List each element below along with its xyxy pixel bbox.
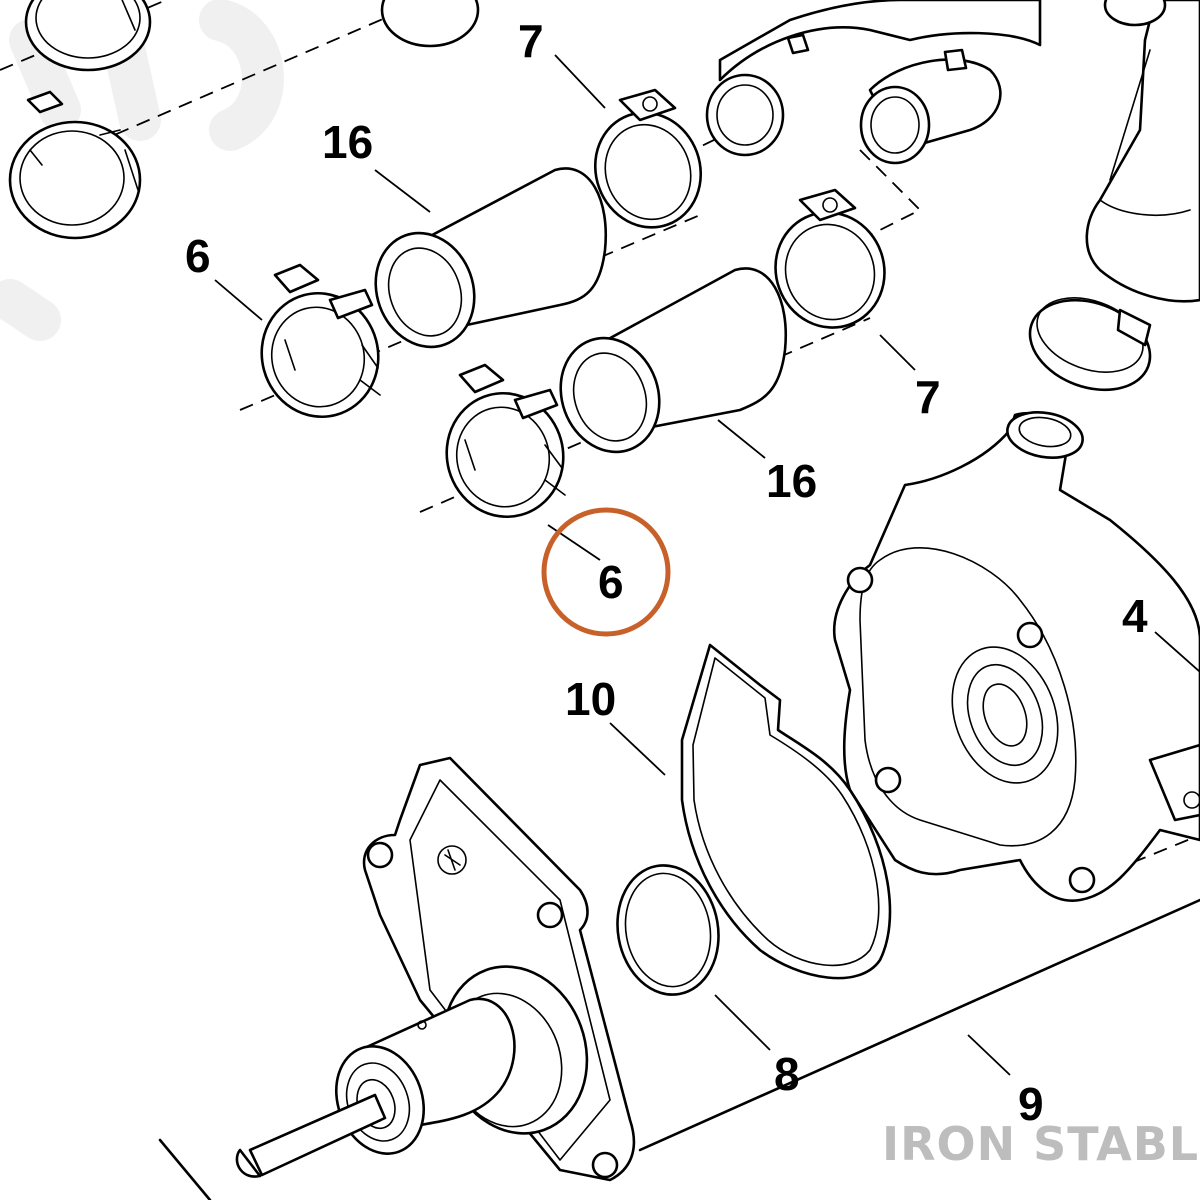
hose-clamp-7-right xyxy=(774,188,886,329)
o-ring-8 xyxy=(616,864,720,996)
callout-7-right: 7 xyxy=(915,371,941,423)
top-left-hose-clamp-lower xyxy=(8,90,142,240)
callout-leaders xyxy=(214,54,1200,1076)
callout-4: 4 xyxy=(1122,590,1148,642)
callout-6-highlighted: 6 xyxy=(598,556,624,608)
callout-10: 10 xyxy=(565,673,616,725)
base-lines xyxy=(158,898,1200,1200)
band-clamp-right xyxy=(1028,297,1152,392)
coolant-pipe-assembly xyxy=(705,0,1042,165)
hose-sleeve-16-lower xyxy=(559,267,788,454)
water-pump-body-9 xyxy=(235,756,636,1182)
callout-16-lower: 16 xyxy=(766,455,817,507)
hose-clamp-6-upper xyxy=(260,263,381,419)
hose-clamp-7-top xyxy=(593,88,703,229)
pump-gasket-10 xyxy=(680,643,892,980)
callout-9: 9 xyxy=(1018,1078,1044,1130)
hose-clamp-6-lower xyxy=(445,363,566,519)
callout-7-top: 7 xyxy=(518,15,544,67)
top-left-hose-clamp-upper xyxy=(24,0,152,72)
callout-6-left: 6 xyxy=(185,230,211,282)
callout-16-top: 16 xyxy=(322,116,373,168)
highlight-circle xyxy=(541,507,671,637)
watermark: IRON STABLE xyxy=(882,1117,1200,1171)
callout-8: 8 xyxy=(774,1048,800,1100)
top-hose-spigot xyxy=(380,0,480,48)
hose-sleeve-16-upper xyxy=(374,167,608,349)
water-pump-cover xyxy=(832,411,1200,902)
upper-right-hose xyxy=(1085,0,1200,303)
